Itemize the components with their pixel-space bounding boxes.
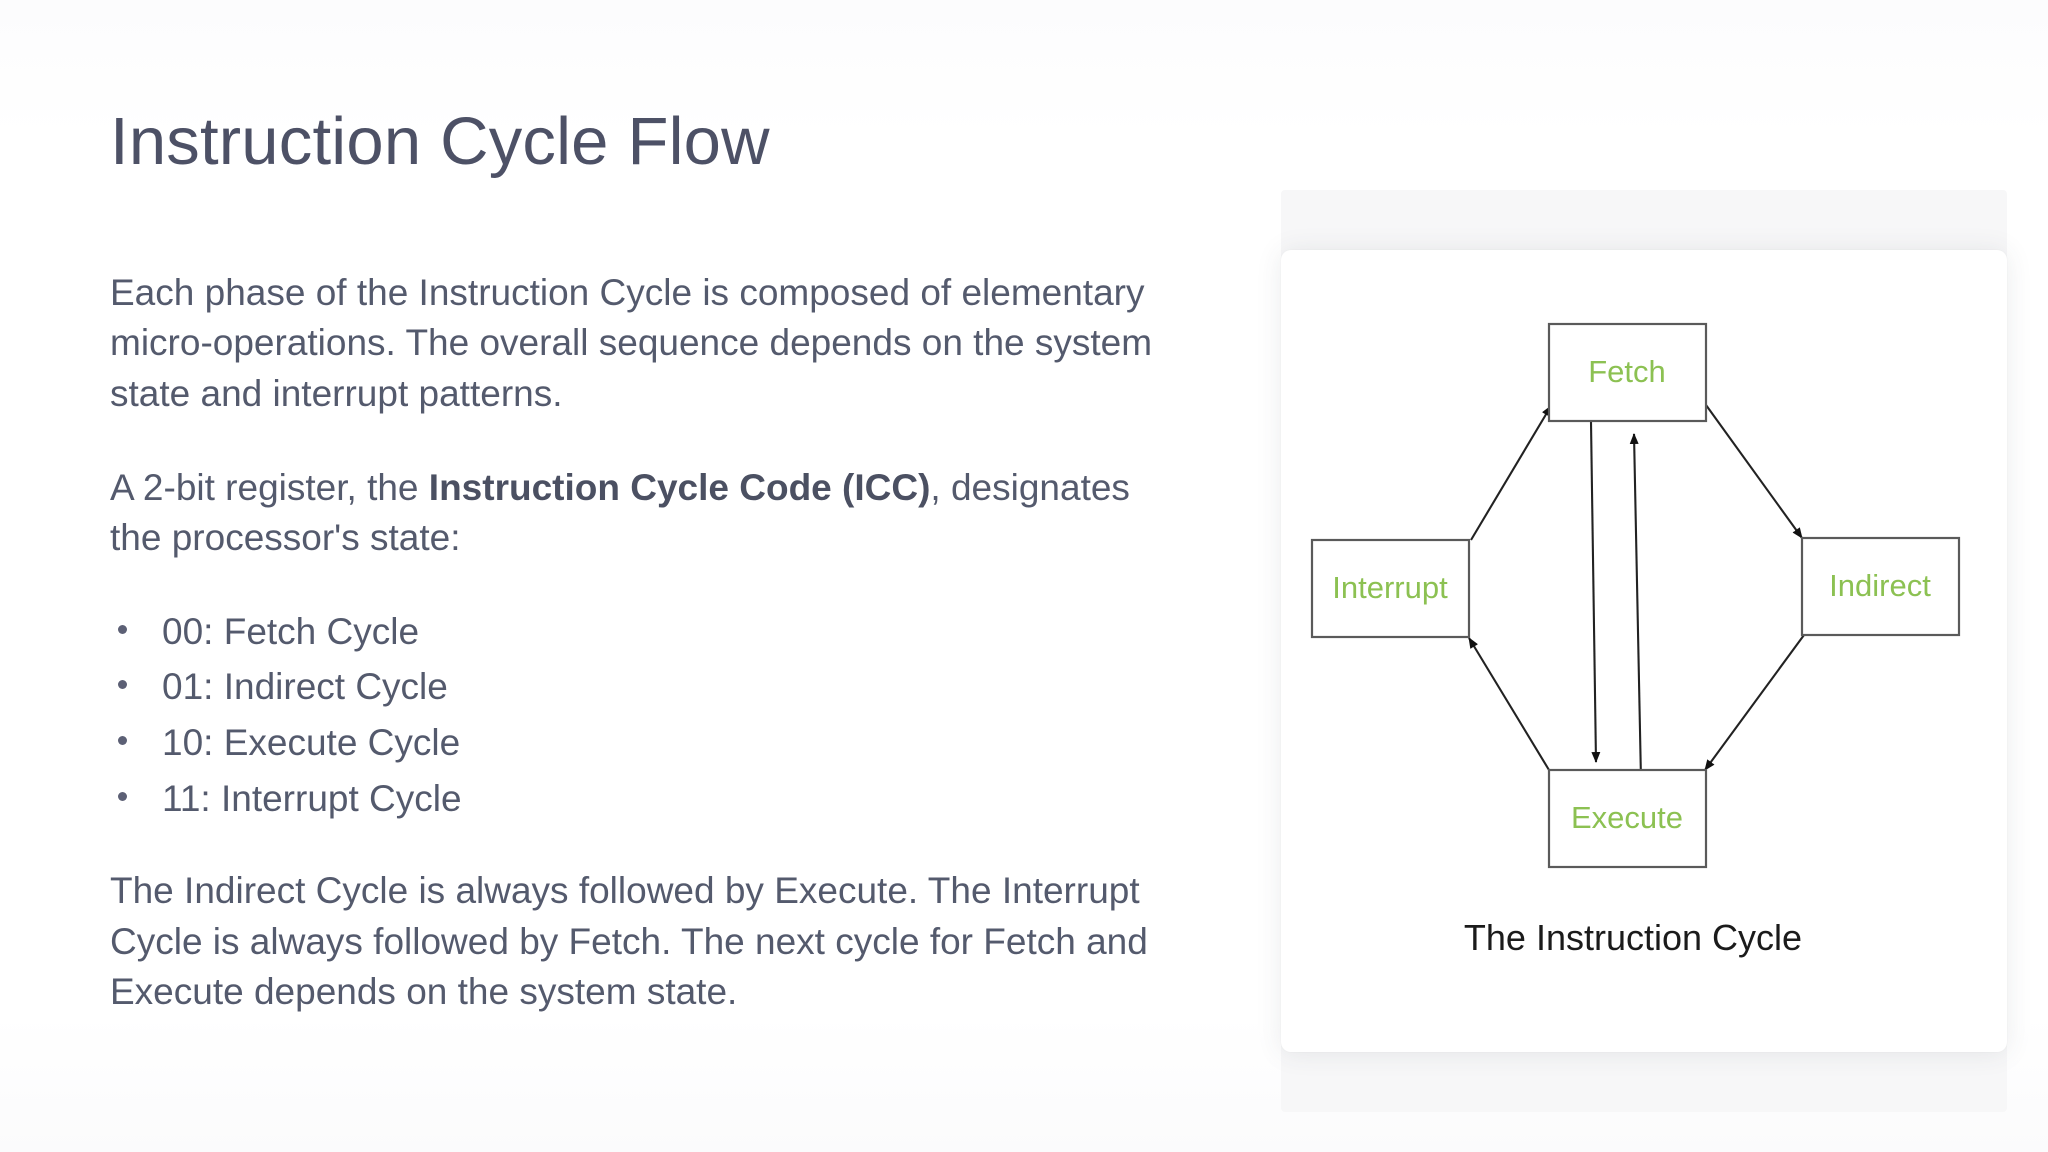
- node-fetch-label: Fetch: [1588, 354, 1666, 389]
- node-indirect-label: Indirect: [1829, 568, 1931, 603]
- list-item-label: 00: Fetch Cycle: [162, 610, 420, 652]
- bullet-dot-icon: [118, 736, 127, 745]
- list-item-label: 10: Execute Cycle: [162, 722, 461, 763]
- list-item: 11: Interrupt Cycle: [110, 775, 1180, 823]
- icc-term: Instruction Cycle Code (ICC): [428, 466, 931, 508]
- bullet-dot-icon: [118, 624, 127, 634]
- instruction-cycle-diagram: Fetch Interrupt Indirect Execute The Ins…: [1310, 322, 1961, 958]
- bullet-dot-icon: [118, 791, 127, 801]
- node-indirect: Indirect: [1800, 536, 1961, 637]
- diagram-caption: The Instruction Cycle: [1464, 917, 1802, 958]
- page-title: Instruction Cycle Flow: [110, 103, 770, 179]
- edge-interrupt-to-fetch: [1470, 405, 1552, 541]
- node-interrupt: Interrupt: [1310, 538, 1471, 639]
- node-interrupt-label: Interrupt: [1332, 570, 1448, 605]
- edge-execute-to-interrupt: [1468, 637, 1550, 771]
- edge-fetch-to-indirect: [1705, 404, 1803, 539]
- list-item-label: 11: Interrupt Cycle: [162, 777, 462, 819]
- edge-fetch-to-execute: [1589, 421, 1601, 763]
- icc-paragraph-prefix: A 2-bit register, the: [110, 466, 429, 508]
- list-item: 10: Execute Cycle: [110, 719, 1180, 767]
- icc-paragraph: A 2-bit register, the Instruction Cycle …: [110, 463, 1180, 564]
- edge-indirect-to-execute: [1704, 634, 1805, 771]
- list-item: 01: Indirect Cycle: [110, 663, 1180, 711]
- diagram-card: Fetch Interrupt Indirect Execute The Ins…: [1281, 250, 2007, 1052]
- bullet-dot-icon: [118, 680, 127, 690]
- icc-paragraph-suffix: , designates the processor's state:: [110, 466, 1130, 559]
- icc-code-list: 00: Fetch Cycle 01: Indirect Cycle 10: E…: [110, 608, 1180, 823]
- edge-execute-to-fetch: [1629, 433, 1643, 781]
- node-execute: Execute: [1547, 768, 1708, 869]
- summary-paragraph: The Indirect Cycle is always followed by…: [110, 870, 1148, 1013]
- content-column: Each phase of the Instruction Cycle is c…: [110, 268, 1180, 1017]
- list-item-label: 01: Indirect Cycle: [162, 666, 448, 708]
- list-item: 00: Fetch Cycle: [110, 608, 1180, 656]
- intro-paragraph: Each phase of the Instruction Cycle is c…: [110, 272, 1153, 414]
- node-fetch: Fetch: [1547, 322, 1708, 423]
- node-execute-label: Execute: [1571, 800, 1683, 835]
